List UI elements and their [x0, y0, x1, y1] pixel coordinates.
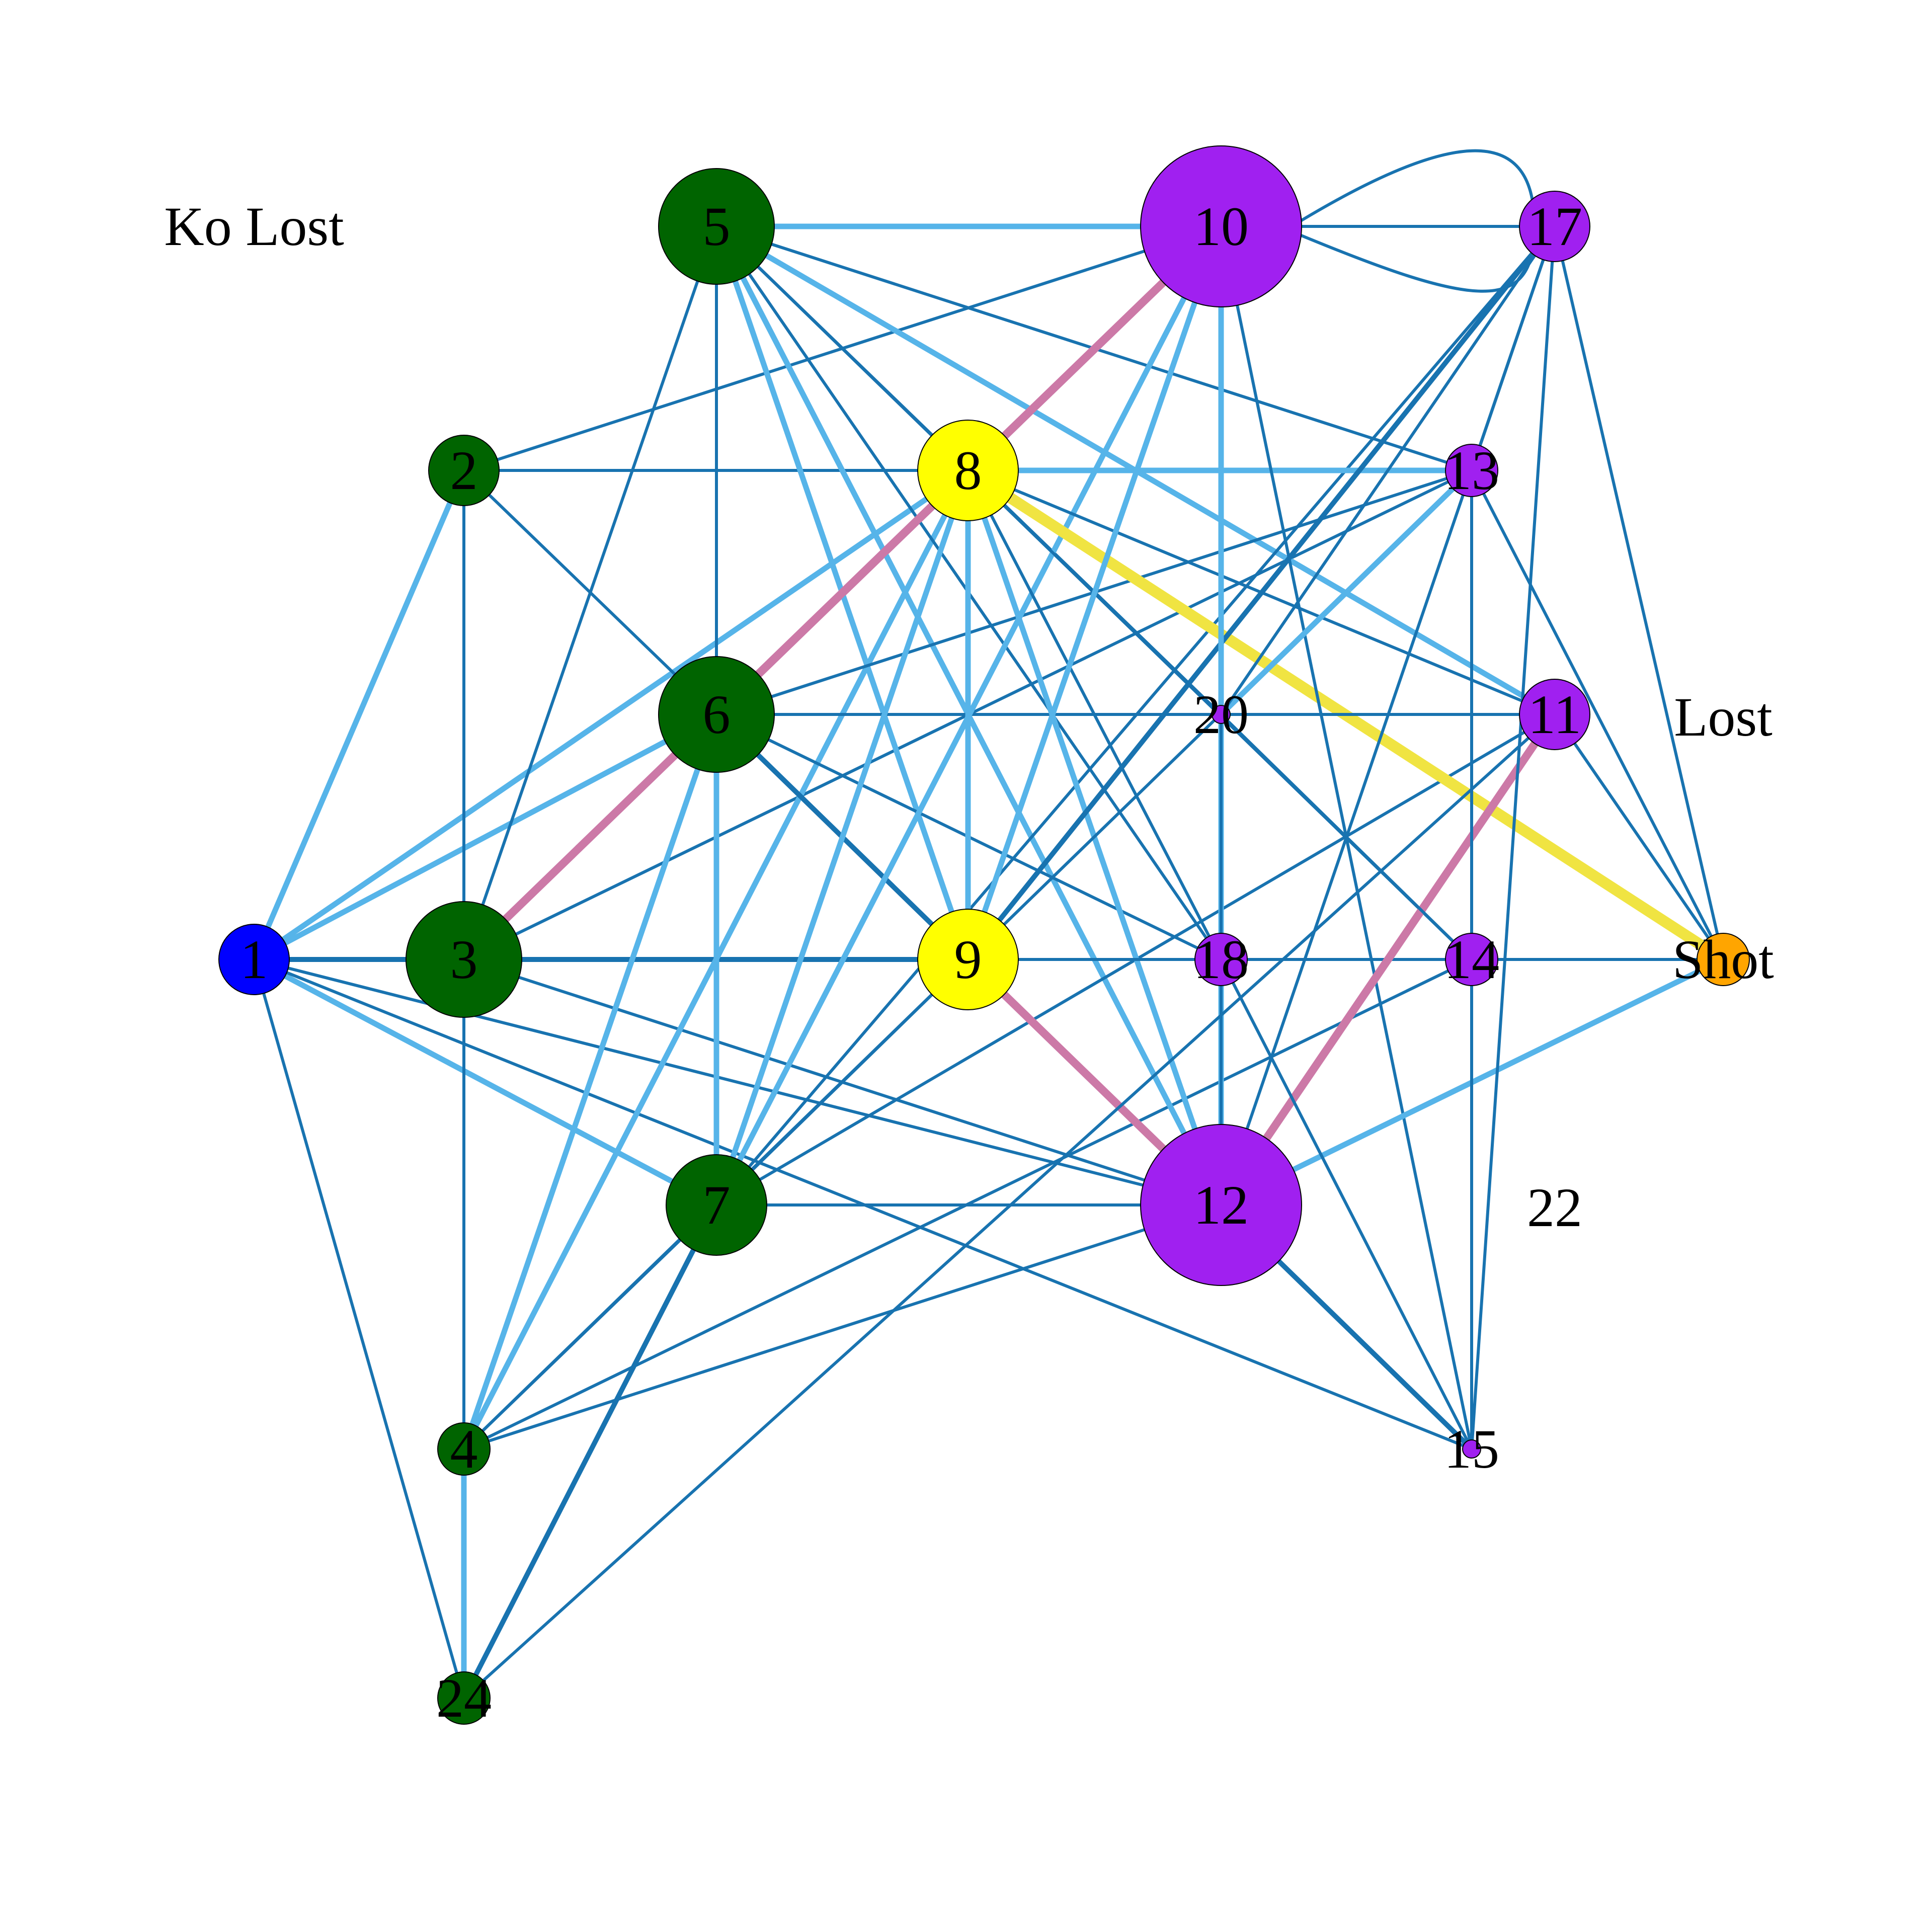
edge-17-15: [1470, 225, 1556, 1451]
edge-18-15: [1220, 958, 1473, 1451]
node-label-Shot: Shot: [1672, 929, 1774, 990]
node-18: 18: [1193, 929, 1249, 990]
node-label-11: 11: [1528, 684, 1581, 745]
edge-13-Shot: [1470, 469, 1725, 961]
node-circle-11: [1519, 679, 1590, 750]
edge-7-17: [715, 225, 1556, 1206]
node-20: 20: [1193, 684, 1249, 745]
node-circle-17: [1519, 191, 1590, 262]
free-label-layer: Ko Lost Lost 22: [164, 196, 1773, 1238]
edge-3-5: [462, 225, 718, 961]
free-label-22: 22: [1527, 1177, 1582, 1238]
node-2: 2: [428, 435, 500, 506]
node-label-1: 1: [240, 929, 268, 990]
node-circle-13: [1445, 444, 1498, 497]
edge-layer: [251, 149, 1729, 1701]
edge-24-11: [462, 713, 1556, 1700]
node-circle-20: [1212, 705, 1231, 724]
edge-13-20: [1218, 467, 1475, 717]
node-label-2: 2: [450, 440, 478, 501]
node-14: 14: [1444, 929, 1499, 990]
node-circle-2: [428, 435, 500, 506]
edge-12-11: [1217, 710, 1559, 1209]
node-circle-10: [1140, 145, 1302, 307]
edge-1-6: [251, 711, 719, 962]
node-label-14: 14: [1444, 929, 1499, 990]
node-10: 10: [1140, 145, 1302, 307]
node-circle-24: [437, 1671, 491, 1725]
node-label-5: 5: [703, 196, 731, 257]
node-label-8: 8: [954, 440, 982, 501]
free-label-lost: Lost: [1674, 686, 1773, 748]
node-circle-15: [1462, 1439, 1481, 1459]
node-5: 5: [658, 168, 775, 285]
node-3: 3: [406, 901, 522, 1018]
node-label-3: 3: [450, 929, 478, 990]
node-label-7: 7: [703, 1174, 731, 1236]
node-label-15: 15: [1444, 1418, 1499, 1480]
edge-1-8: [251, 467, 971, 962]
node-24: 24: [436, 1667, 492, 1729]
edge-17-20: [1220, 225, 1556, 716]
node-8: 8: [917, 420, 1019, 521]
edge-11-Shot: [1553, 713, 1725, 961]
node-label-20: 20: [1193, 684, 1249, 745]
node-7: 7: [666, 1154, 767, 1256]
node-circle-12: [1140, 1124, 1302, 1286]
edge-1-7: [251, 956, 719, 1208]
edge-4-6: [461, 711, 719, 1452]
edge-1-2: [251, 467, 467, 962]
node-circle-7: [666, 1154, 767, 1256]
node-13: 13: [1444, 440, 1499, 501]
node-label-6: 6: [703, 684, 731, 745]
node-4: 4: [437, 1418, 491, 1480]
node-circle-9: [917, 909, 1019, 1010]
edge-17-Shot: [1553, 225, 1725, 961]
node-label-13: 13: [1444, 440, 1499, 501]
node-circle-4: [437, 1422, 491, 1476]
node-circle-1: [218, 924, 290, 995]
node-label-18: 18: [1193, 929, 1249, 990]
edge-20-14: [1220, 713, 1473, 961]
edge-4-12: [462, 1203, 1223, 1451]
node-label-12: 12: [1193, 1174, 1249, 1236]
node-label-10: 10: [1193, 196, 1249, 257]
edge-7-8: [713, 467, 971, 1208]
node-1: 1: [218, 924, 290, 995]
edge-9-10: [965, 223, 1224, 962]
node-label-24: 24: [436, 1667, 492, 1729]
node-Shot: Shot: [1672, 929, 1774, 990]
node-circle-8: [917, 420, 1019, 521]
node-circle-14: [1445, 933, 1498, 986]
edge-17-13: [1470, 225, 1556, 472]
edge-1-12: [253, 958, 1223, 1206]
node-circle-18: [1194, 933, 1248, 986]
free-label-ko-lost: Ko Lost: [164, 196, 344, 257]
node-11: 11: [1519, 679, 1590, 750]
node-15: 15: [1444, 1418, 1499, 1480]
node-label-9: 9: [954, 929, 982, 990]
edge-7-24: [461, 1202, 719, 1701]
node-circle-5: [658, 168, 775, 285]
node-12: 12: [1140, 1124, 1302, 1286]
edge-7-9: [715, 958, 970, 1206]
edge-8-18: [967, 469, 1223, 961]
node-9: 9: [917, 909, 1019, 1010]
node-label-17: 17: [1527, 196, 1582, 257]
node-6: 6: [658, 656, 775, 773]
edge-1-24: [253, 958, 465, 1700]
node-17: 17: [1519, 191, 1590, 262]
node-circle-Shot: [1697, 933, 1750, 986]
node-circle-6: [658, 656, 775, 773]
node-circle-3: [406, 901, 522, 1018]
node-label-4: 4: [450, 1418, 478, 1480]
edge-9-17: [965, 224, 1557, 962]
